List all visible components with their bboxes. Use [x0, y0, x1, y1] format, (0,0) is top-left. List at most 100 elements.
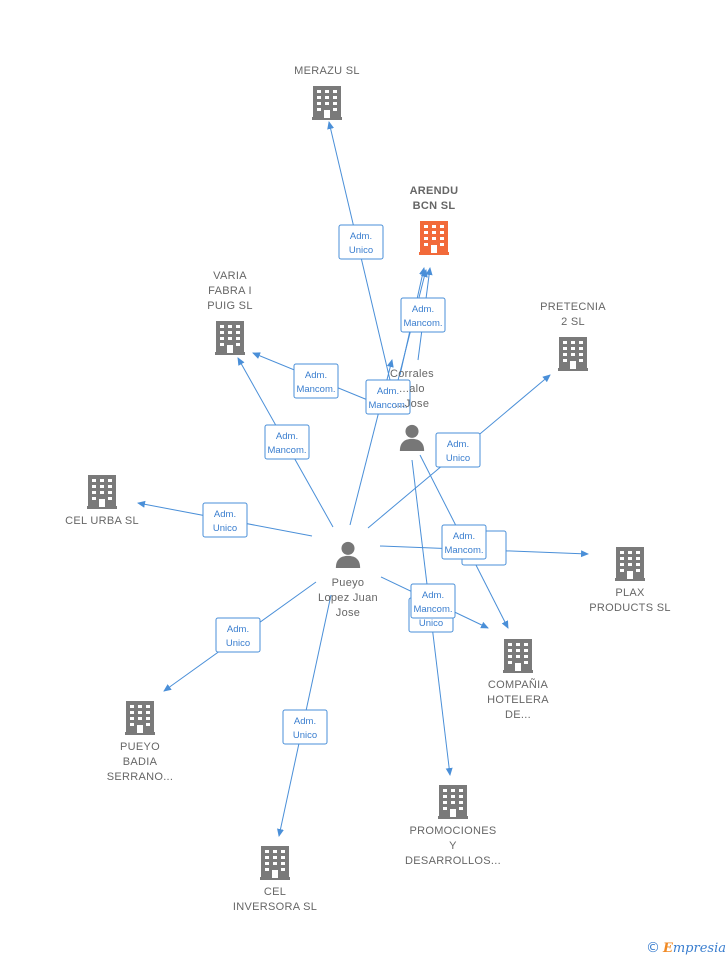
role-box[interactable] [202, 502, 248, 538]
company-label: PROMOCIONES [409, 825, 496, 837]
role-text: Adm. [227, 624, 249, 635]
role-box[interactable] [365, 379, 411, 415]
company-label: Y [449, 840, 457, 852]
company-label: BADIA [123, 756, 158, 768]
roles-layer: Adm.UnicoAdm.Mancom.Adm.Mancom.Adm.Manco… [202, 224, 507, 745]
company-label: VARIA [213, 270, 247, 282]
role-box[interactable] [435, 432, 481, 468]
role-box[interactable] [264, 424, 310, 460]
company-node-compania[interactable]: COMPAÑIA HOTELERA DE... [487, 639, 549, 721]
person-label: Jose [336, 607, 360, 619]
company-label: CEL [264, 886, 286, 898]
role-text: Mancom. [296, 384, 335, 395]
role-text: Unico [293, 730, 317, 741]
role-text: Unico [213, 523, 237, 534]
role-label[interactable]: Adm. Unico [282, 709, 328, 745]
role-box[interactable] [282, 709, 328, 745]
role-text: Adm. [350, 231, 372, 242]
person-icon [335, 541, 361, 568]
building-icon [503, 639, 533, 673]
role-text: Mancom. [444, 545, 483, 556]
company-label: COMPAÑIA [488, 678, 549, 691]
role-text: Adm. [412, 304, 434, 315]
role-text: Adm. [447, 439, 469, 450]
role-text: Adm. [453, 531, 475, 542]
company-label: DE... [505, 709, 531, 721]
nodes-layer: MERAZU SL ARENDU BCN SL VARIA FABRA I PUIG SL… [65, 65, 671, 913]
person-label: Corrales [390, 368, 434, 380]
company-node-promociones[interactable]: PROMOCIONES Y DESARROLLOS... [405, 785, 501, 867]
role-box[interactable] [441, 524, 487, 560]
role-label[interactable]: Adm. Mancom. [365, 379, 411, 415]
company-label: INVERSORA SL [233, 901, 317, 913]
role-label[interactable]: Adm. Mancom. [293, 363, 339, 399]
role-label[interactable]: Adm. Unico [215, 617, 261, 653]
building-icon [419, 221, 449, 255]
company-label: PUIG SL [207, 300, 253, 312]
role-label[interactable]: Adm. Mancom. [400, 297, 446, 333]
role-text: Unico [349, 245, 373, 256]
role-box[interactable] [215, 617, 261, 653]
role-text: Unico [446, 453, 470, 464]
building-icon [438, 785, 468, 819]
company-label: SERRANO... [107, 771, 174, 783]
role-label[interactable]: Adm. Mancom. [410, 583, 456, 619]
person-label: Lopez Juan [318, 592, 378, 604]
role-label[interactable]: Adm. Mancom. [441, 524, 487, 560]
company-node-pueyobadia[interactable]: PUEYO BADIA SERRANO... [107, 701, 174, 783]
role-text: Adm. [305, 370, 327, 381]
role-text: Unico [419, 618, 443, 629]
company-label: PUEYO [120, 741, 160, 753]
company-label: PRODUCTS SL [589, 602, 671, 614]
company-label: CEL URBA SL [65, 515, 139, 527]
role-box[interactable] [400, 297, 446, 333]
person-label: ...alo [399, 383, 425, 395]
edge-arrow [392, 269, 428, 401]
role-text: Adm. [294, 716, 316, 727]
company-node-pretecnia[interactable]: PRETECNIA 2 SL [540, 301, 606, 371]
person-icon [399, 424, 425, 451]
company-label: MERAZU SL [294, 65, 360, 77]
company-node-merazu[interactable]: MERAZU SL [294, 65, 360, 120]
role-box[interactable] [410, 583, 456, 619]
company-node-celurba[interactable]: CEL URBA SL [65, 475, 139, 527]
role-text: Mancom. [368, 400, 407, 411]
role-text: Unico [226, 638, 250, 649]
role-text: Adm. [214, 509, 236, 520]
building-icon [87, 475, 117, 509]
role-text: Adm. [377, 386, 399, 397]
role-label[interactable]: Adm. Mancom. [264, 424, 310, 460]
company-node-celinversora[interactable]: CEL INVERSORA SL [233, 846, 317, 913]
company-label: 2 SL [561, 316, 585, 328]
building-icon [558, 337, 588, 371]
role-text: Adm. [422, 590, 444, 601]
role-text: Adm. [276, 431, 298, 442]
company-label: FABRA I [208, 285, 252, 297]
company-node-varia[interactable]: VARIA FABRA I PUIG SL [207, 270, 253, 355]
company-node-arendu[interactable]: ARENDU BCN SL [410, 185, 459, 255]
role-label[interactable]: Adm. Unico [435, 432, 481, 468]
role-label[interactable]: Adm. Unico [202, 502, 248, 538]
person-label: Pueyo [332, 577, 365, 589]
role-box[interactable] [338, 224, 384, 260]
building-icon [215, 321, 245, 355]
role-text: Mancom. [413, 604, 452, 615]
company-label: PRETECNIA [540, 301, 606, 313]
person-node-corrales[interactable]: Corrales...alo...Jose [390, 368, 434, 451]
building-icon [125, 701, 155, 735]
company-label: BCN SL [413, 200, 456, 212]
company-label: DESARROLLOS... [405, 855, 501, 867]
brand-name: mpresia [672, 941, 726, 956]
building-icon [260, 846, 290, 880]
role-label[interactable]: Adm. Unico [338, 224, 384, 260]
company-label: HOTELERA [487, 694, 549, 706]
empresia-brand[interactable]: ©Empresia [646, 940, 726, 956]
company-label: ARENDU [410, 185, 459, 197]
building-icon [615, 547, 645, 581]
role-box[interactable] [293, 363, 339, 399]
role-text: Mancom. [403, 318, 442, 329]
role-text: Mancom. [267, 445, 306, 456]
